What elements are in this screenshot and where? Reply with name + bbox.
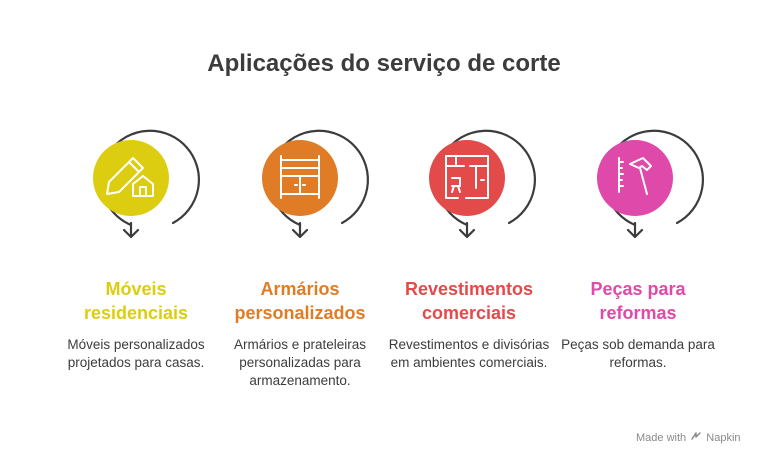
item-description: Revestimentos e divisórias em ambientes … [388, 337, 550, 370]
item-description: Armários e prateleiras personalizadas pa… [233, 337, 367, 388]
badge-brand: Napkin [706, 432, 741, 444]
item-circle [597, 140, 673, 216]
circle-arrow-frame [597, 129, 704, 239]
page-title: Aplicações do serviço de corte [207, 50, 561, 77]
pencil-house-icon [106, 157, 154, 197]
circle-arrow-frame [262, 129, 369, 239]
item-circle [93, 140, 169, 216]
item-heading: Revestimentos comerciais [404, 279, 534, 323]
item-description: Peças sob demanda para reformas. [561, 337, 715, 370]
circle-arrow-frame [93, 129, 200, 239]
cabinet-shelves-icon [280, 155, 320, 199]
napkin-logo-icon [691, 432, 701, 440]
item-heading: Móveis residenciais [83, 279, 189, 323]
item-heading: Peças para reformas [590, 279, 686, 323]
circle-arrow-frame [429, 129, 536, 239]
floor-plan-icon [445, 155, 489, 199]
item-heading: Armários personalizados [234, 279, 366, 323]
badge-prefix: Made with [636, 432, 687, 444]
hammer-tools-icon [618, 157, 652, 195]
made-with-badge[interactable]: Made with Napkin [636, 431, 741, 444]
item-description: Móveis personalizados projetados para ca… [67, 337, 205, 370]
item-circle [429, 140, 505, 216]
